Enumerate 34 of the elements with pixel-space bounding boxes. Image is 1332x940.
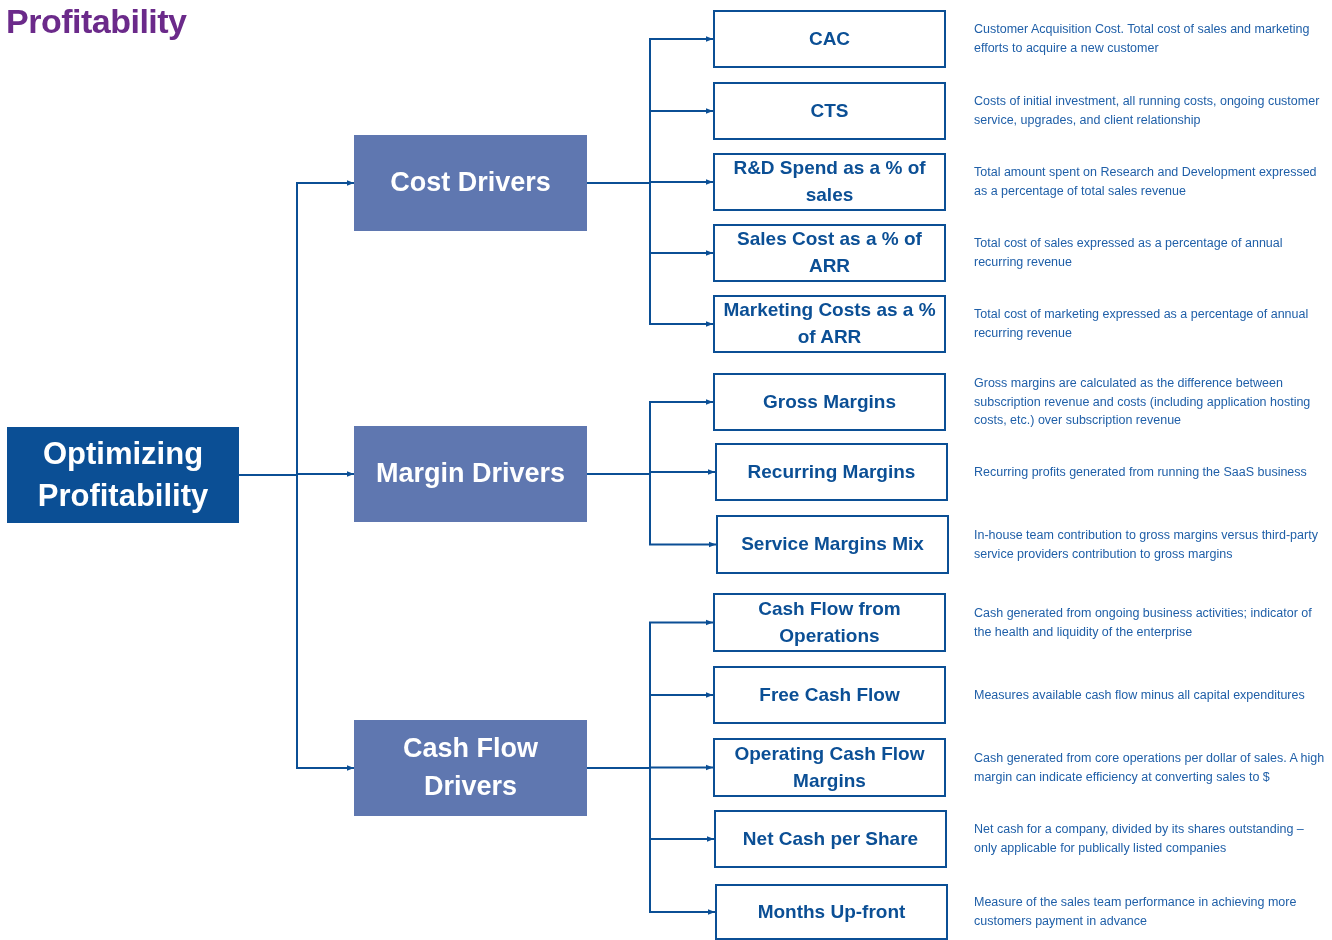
metric-box: R&D Spend as a % of sales [713, 153, 946, 211]
connector-arrow [586, 182, 714, 327]
metric-box: Sales Cost as a % of ARR [713, 224, 946, 282]
description-text: Total amount spent on Research and Development expressed as a percentage of total sales revenue [974, 164, 1318, 200]
metric-box: Free Cash Flow [713, 666, 946, 724]
metric-box: CAC [713, 10, 946, 68]
metric-box: Net Cash per Share [714, 810, 947, 868]
connector-arrow [586, 767, 716, 915]
description-text: Total cost of sales expressed as a percentage of annual recurring revenue [974, 235, 1284, 271]
category-box: Cash Flow Drivers [354, 720, 587, 816]
description-text: Cash generated from ongoing business activities; indicator of the health and liquidity of the enterprise [974, 604, 1313, 641]
description-text: Total cost of marketing expressed as a percentage of annual recurring revenue [974, 306, 1310, 342]
description-text: Measures available cash flow minus all capital expenditures [974, 686, 1306, 704]
description-text: Customer Acquisition Cost. Total cost of sales and marketing efforts to acquire a new customer [974, 21, 1311, 57]
category-box: Cost Drivers [354, 135, 587, 231]
metric-box: Cash Flow from Operations [713, 593, 946, 652]
metric-box: Service Margins Mix [716, 515, 949, 574]
metric-box: Gross Margins [713, 373, 946, 431]
description-text: Costs of initial investment, all running costs, ongoing customer service, upgrades, and client relationship [974, 93, 1321, 129]
root-box: Optimizing Profitability [7, 427, 239, 523]
metric-box: Operating Cash Flow Margins [713, 738, 946, 797]
description-text: Net cash for a company, divided by its shares outstanding – only applicable for publically listed companies [974, 821, 1305, 857]
description-text: In-house team contribution to gross margins versus third-party service providers contribution to gross margins [974, 526, 1319, 563]
description-text: Recurring profits generated from running the SaaS business [974, 463, 1308, 481]
category-box: Margin Drivers [354, 426, 587, 522]
metric-box: CTS [713, 82, 946, 140]
description-text: Cash generated from core operations per dollar of sales. A high margin can indicate efficiency at converting sales to $ [974, 749, 1326, 786]
description-text: Measure of the sales team performance in achieving more customers payment in advance [974, 894, 1298, 930]
page-title: Profitability [6, 2, 187, 41]
metric-box: Months Up-front [715, 884, 948, 940]
description-text: Gross margins are calculated as the difference between subscription revenue and costs (including application hosting costs, etc.) over subscription revenue [974, 374, 1312, 430]
metric-box: Marketing Costs as a % of ARR [713, 295, 946, 353]
connector-arrow [586, 473, 717, 548]
metric-box: Recurring Margins [715, 443, 948, 501]
